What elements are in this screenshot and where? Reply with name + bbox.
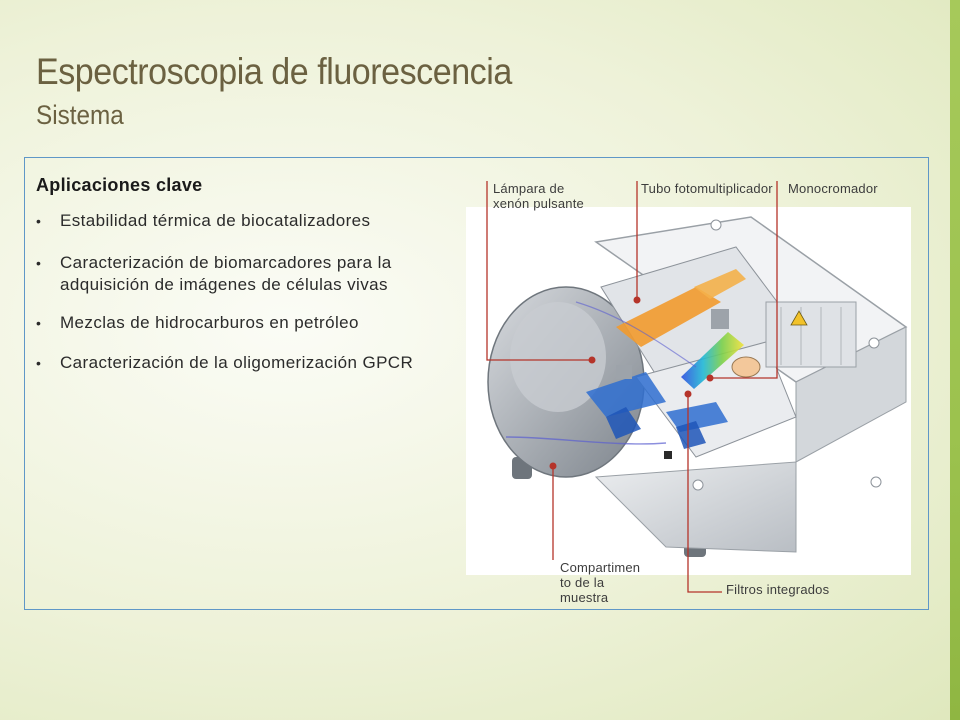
list-item-text: Estabilidad térmica de biocatalizadores: [60, 211, 371, 230]
bullet-icon: •: [36, 315, 42, 331]
bullet-list: • Estabilidad térmica de biocatalizadores…: [36, 208, 436, 374]
page-subtitle: Sistema: [36, 100, 124, 130]
instrument-diagram: [466, 207, 911, 575]
label-xenon-lamp: Lámpara de xenón pulsante: [493, 181, 584, 211]
accent-bar: [950, 0, 960, 720]
list-item: • Estabilidad térmica de biocatalizadores: [36, 210, 436, 232]
bullet-icon: •: [36, 255, 42, 271]
instrument-cutaway-icon: [487, 216, 908, 557]
content-panel: [24, 157, 929, 610]
list-item-text: Mezclas de hidrocarburos en petróleo: [60, 313, 359, 332]
section-heading: Aplicaciones clave: [36, 175, 203, 195]
list-item: • Caracterización de biomarcadores para l…: [36, 252, 436, 296]
page-title: Espectroscopia de fluorescencia: [36, 51, 512, 92]
list-item: • Caracterización de la oligomerización G…: [36, 352, 436, 374]
label-photomultiplier-tube: Tubo fotomultiplicador: [641, 181, 773, 196]
label-monochromator: Monocromador: [788, 181, 878, 196]
list-item: • Mezclas de hidrocarburos en petróleo: [36, 312, 436, 334]
list-item-text: Caracterización de biomarcadores para la…: [60, 253, 392, 294]
label-integrated-filters: Filtros integrados: [726, 582, 830, 597]
bullet-icon: •: [36, 213, 42, 229]
list-item-text: Caracterización de la oligomerización GP…: [60, 353, 414, 372]
label-sample-compartment: Compartimen to de la muestra: [560, 560, 641, 605]
bullet-icon: •: [36, 355, 42, 371]
